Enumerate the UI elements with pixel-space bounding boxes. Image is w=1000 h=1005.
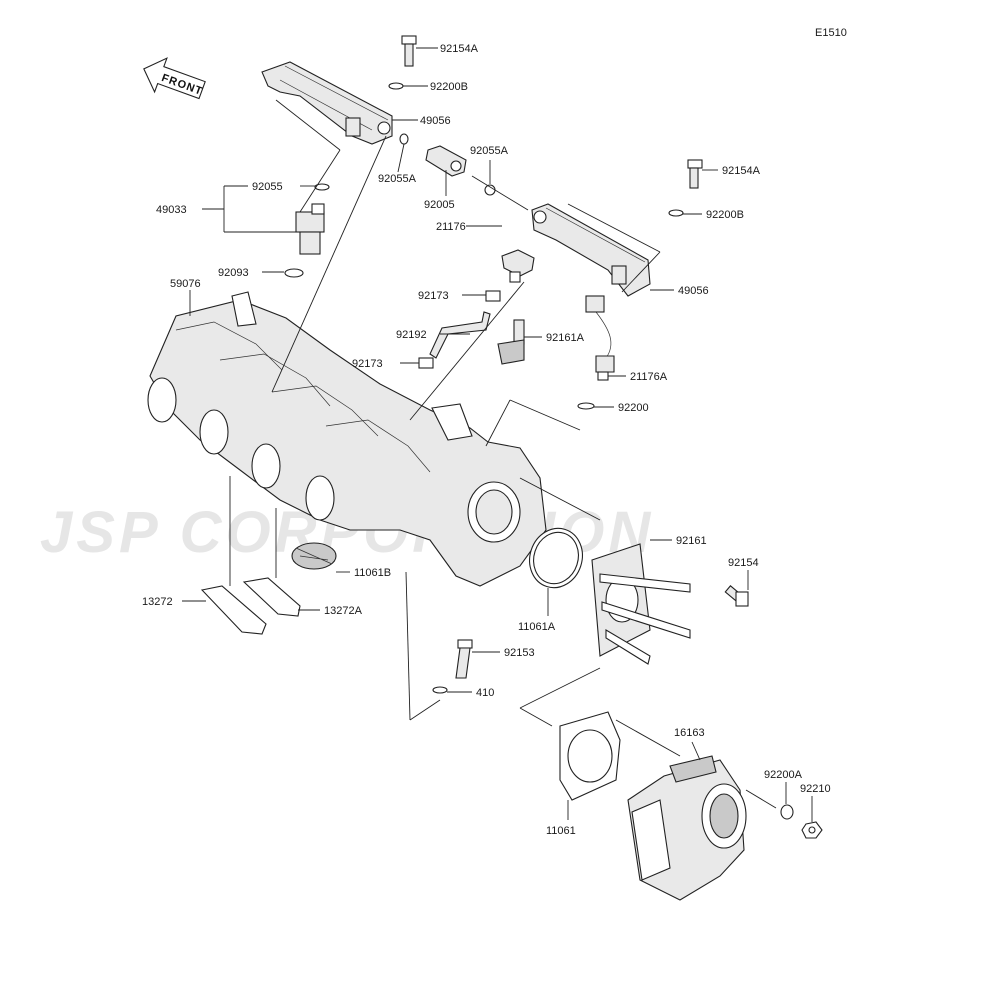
label-92200b-right: 92200B <box>706 209 744 221</box>
label-11061b: 11061B <box>354 567 391 579</box>
label-11061: 11061 <box>546 825 576 837</box>
bolt-92153 <box>455 639 473 679</box>
label-49056-top: 49056 <box>420 115 451 127</box>
washer-92200b-right <box>668 209 684 217</box>
bolt-92154a-right <box>687 159 703 189</box>
gasket-11061b <box>291 542 337 570</box>
injector-49033 <box>295 203 325 255</box>
plate-13272 <box>200 585 267 635</box>
clamp-92173-bottom <box>418 357 434 369</box>
label-49056-right: 49056 <box>678 285 709 297</box>
label-92210: 92210 <box>800 783 831 795</box>
label-92200b-top: 92200B <box>430 81 468 93</box>
washer-410 <box>432 686 448 694</box>
clamp-92173-top <box>485 290 501 302</box>
label-92055a-left: 92055A <box>378 173 417 185</box>
sensor-21176a <box>585 295 615 381</box>
label-59076: 59076 <box>170 278 201 290</box>
label-92161a: 92161A <box>546 332 585 344</box>
washer-92200a <box>780 804 794 820</box>
label-13272a: 13272A <box>324 605 363 617</box>
label-92154: 92154 <box>728 557 759 569</box>
sensor-21176 <box>501 249 535 283</box>
label-92173-top: 92173 <box>418 290 449 302</box>
oring-92055a-left <box>399 133 409 145</box>
fuel-rail-right <box>531 203 651 297</box>
label-92055: 92055 <box>252 181 283 193</box>
oring-92055 <box>314 183 330 191</box>
fitting-92161a <box>497 319 525 365</box>
label-92005: 92005 <box>424 199 455 211</box>
plate-13272a <box>242 577 301 617</box>
fuel-rail-top <box>261 61 393 145</box>
label-92055a-right: 92055A <box>470 145 509 157</box>
gasket-11061 <box>559 711 621 801</box>
label-92200: 92200 <box>618 402 649 414</box>
label-11061a: 11061A <box>518 621 556 633</box>
part-labels: 92154A 92200B 49056 92055A 92055A 92005 … <box>142 43 831 837</box>
label-21176a: 21176A <box>630 371 668 383</box>
leader-lines <box>182 47 813 822</box>
label-92173-bottom: 92173 <box>352 358 383 370</box>
label-49033: 49033 <box>156 204 187 216</box>
label-16163: 16163 <box>674 727 705 739</box>
fitting-92005 <box>425 145 467 177</box>
hose-92192 <box>429 311 491 359</box>
label-21176: 21176 <box>436 221 466 233</box>
label-92200a: 92200A <box>764 769 803 781</box>
seal-92093 <box>284 268 304 278</box>
label-410: 410 <box>476 687 494 699</box>
label-13272: 13272 <box>142 596 173 608</box>
label-92154a-top: 92154A <box>440 43 479 55</box>
diagram-code: E1510 <box>815 27 847 39</box>
oring-11061a <box>529 527 583 589</box>
bolt-92154a-top <box>401 35 417 67</box>
washer-92200b-top <box>388 82 404 90</box>
label-92093: 92093 <box>218 267 249 279</box>
label-92161: 92161 <box>676 535 707 547</box>
nut-92210 <box>801 821 823 839</box>
spacer-92161 <box>591 543 691 665</box>
front-arrow: FRONT <box>143 57 206 100</box>
intake-manifold-59076 <box>147 291 547 587</box>
label-92192: 92192 <box>396 329 427 341</box>
throttle-body-16163 <box>627 755 747 901</box>
label-92154a-right: 92154A <box>722 165 761 177</box>
bolt-92154 <box>724 585 749 607</box>
label-92153: 92153 <box>504 647 535 659</box>
washer-92200 <box>577 402 595 410</box>
